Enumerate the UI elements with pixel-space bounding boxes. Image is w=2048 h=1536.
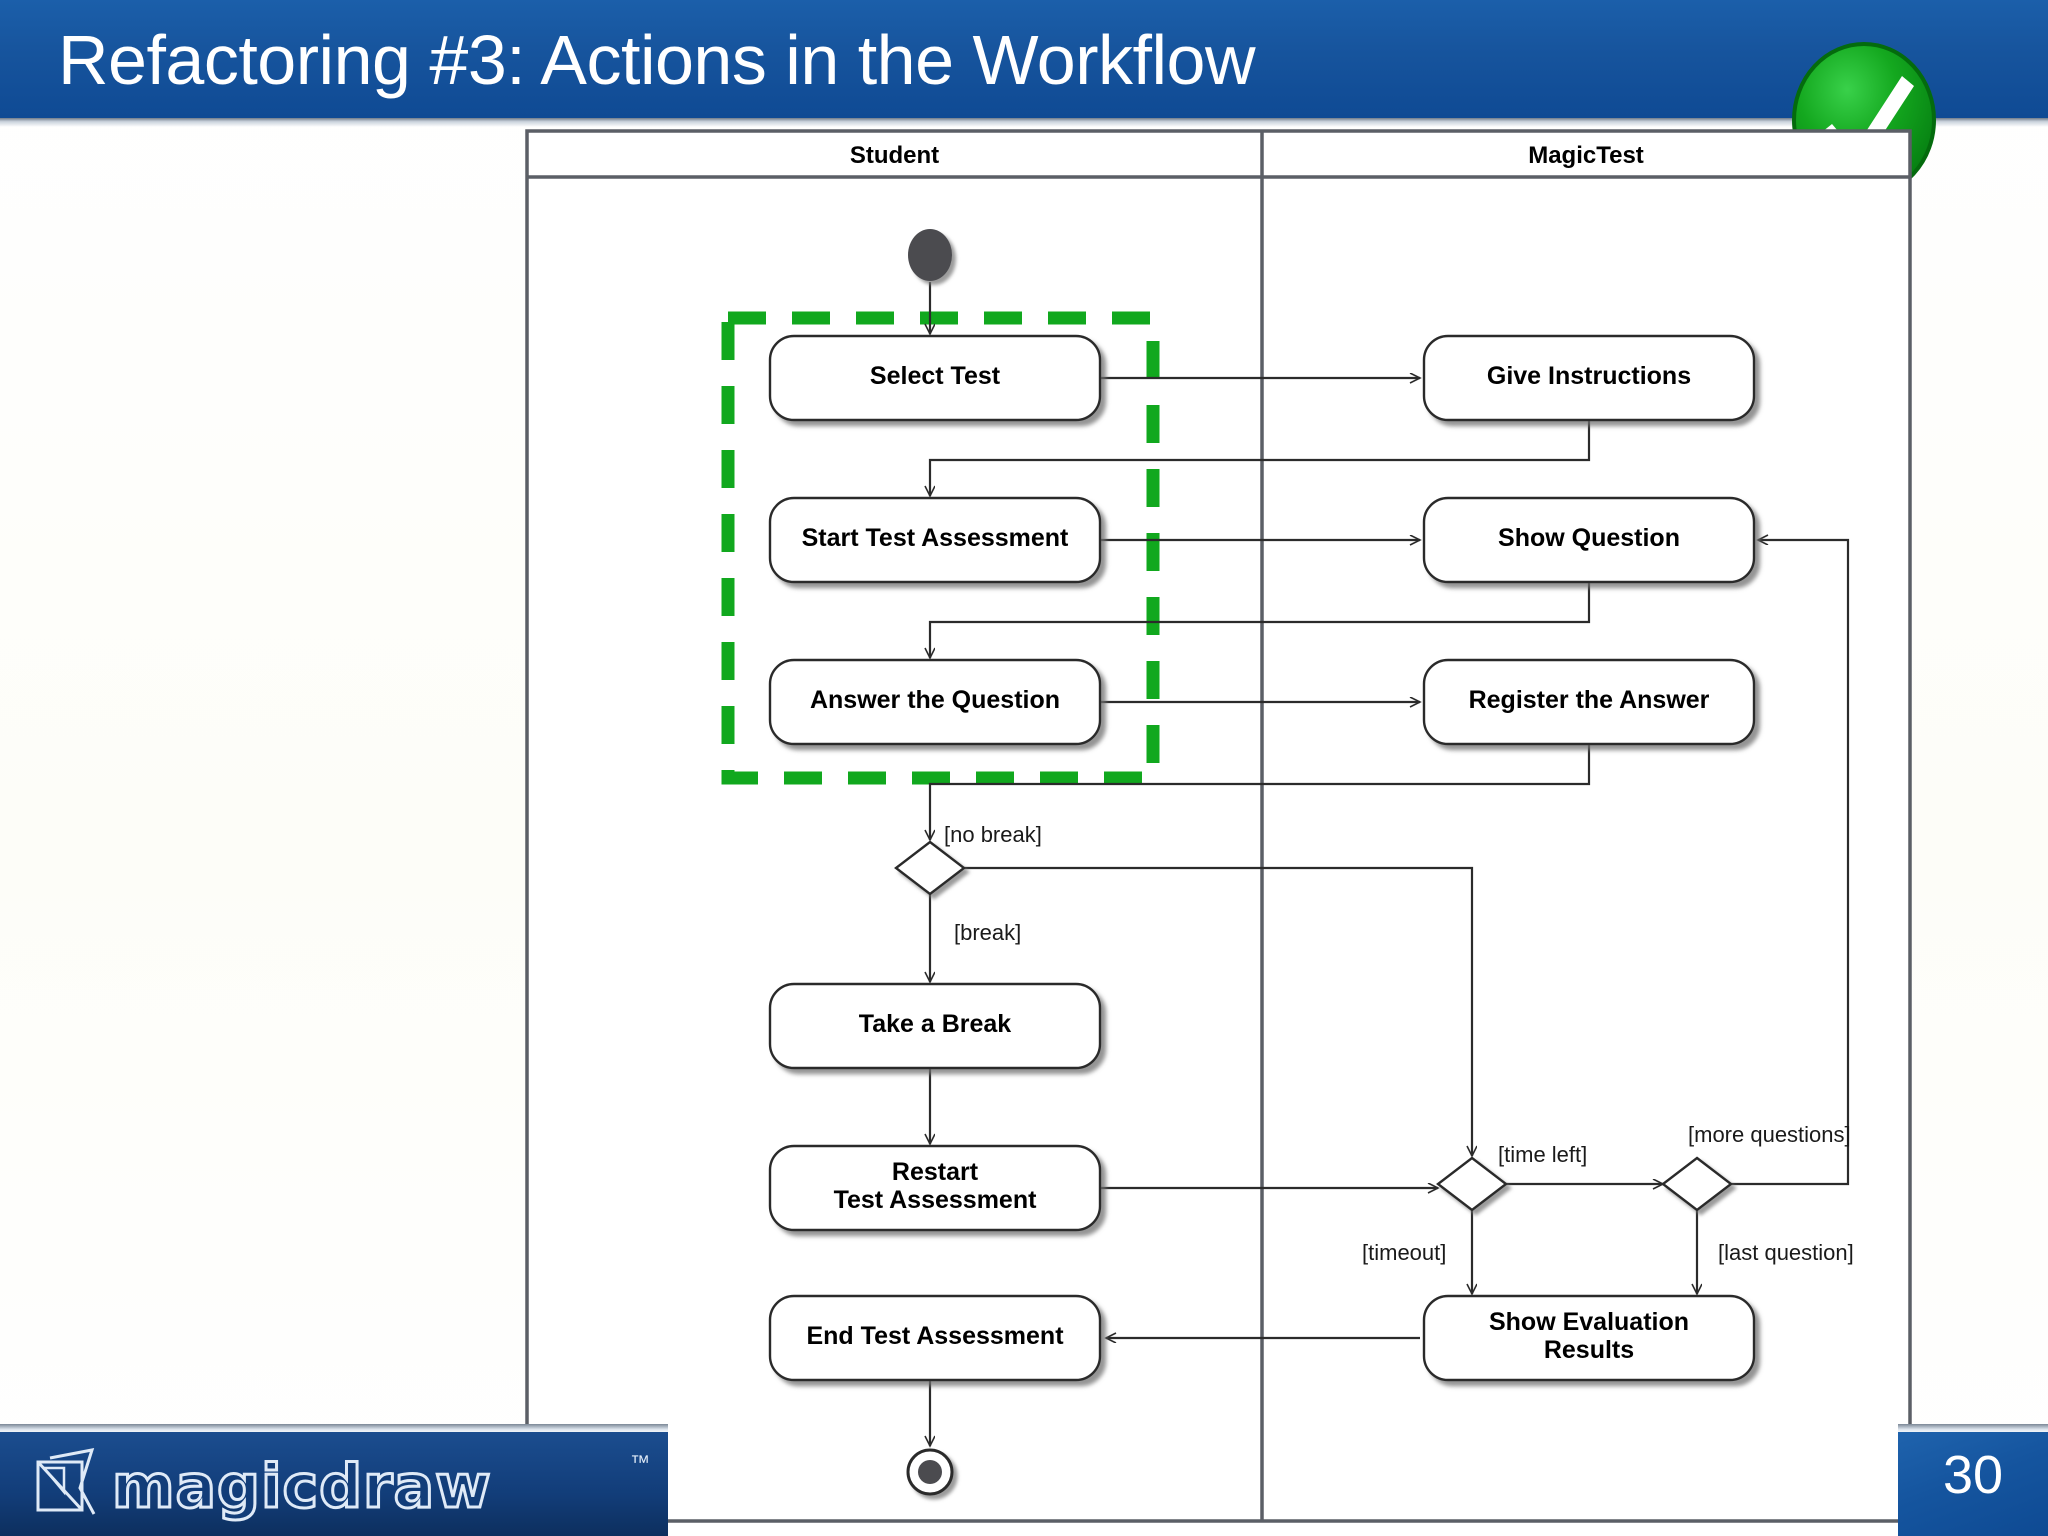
magicdraw-wordmark: magicdraw — [111, 1451, 493, 1524]
action-label-select-test: Select Test — [869, 362, 1001, 390]
flow-more-questions-to-show-question — [1731, 540, 1850, 1186]
flow-show-question-to-answer-question — [930, 582, 1591, 658]
trademark-symbol: ™ — [630, 1452, 650, 1474]
action-label-start-test: Start Test Assessment — [801, 524, 1069, 552]
page-number: 30 — [1942, 1445, 2004, 1505]
guard-break: [break] — [954, 920, 1022, 945]
guard-more-questions: [more questions] — [1688, 1122, 1851, 1147]
footer-page-bar — [1898, 1432, 2048, 1536]
green-check-icon — [1792, 42, 1936, 198]
footer-page-divider — [1898, 1424, 2048, 1434]
page-title: Refactoring #3: Actions in the Workflow — [58, 21, 1256, 99]
guard-timeout: [timeout] — [1362, 1240, 1447, 1265]
footer-logo-divider — [0, 1424, 668, 1434]
decision-break[interactable] — [894, 840, 966, 896]
decision-more-questions[interactable] — [1661, 1156, 1733, 1212]
partition-title-student: Student — [849, 142, 940, 169]
guard-time-left: [time left] — [1498, 1142, 1588, 1167]
action-label-show-results: Show Evaluation Results — [1488, 1308, 1690, 1364]
partition-title-magictest: MagicTest — [1528, 142, 1644, 169]
guard-last-question: [last question] — [1718, 1240, 1854, 1265]
title-bar — [0, 0, 2048, 118]
action-label-take-break: Take a Break — [858, 1010, 1012, 1038]
final-node[interactable] — [906, 1448, 954, 1496]
action-label-register-answer: Register the Answer — [1468, 686, 1710, 714]
footer-logo-bar — [0, 1432, 668, 1536]
decision-time[interactable] — [1436, 1156, 1508, 1212]
title-bar-divider — [0, 118, 2048, 127]
action-label-show-question: Show Question — [1498, 524, 1680, 552]
control-flow-edges — [930, 282, 1850, 1446]
action-label-answer-question: Answer the Question — [809, 686, 1061, 714]
action-label-end-test: End Test Assessment — [806, 1322, 1064, 1350]
action-label-give-instructions: Give Instructions — [1486, 362, 1692, 390]
magicdraw-logo-mark — [36, 1448, 96, 1515]
action-label-restart-test: Restart Test Assessment — [833, 1158, 1037, 1214]
flow-give-instructions-to-start-test — [930, 420, 1591, 496]
initial-node[interactable] — [908, 229, 952, 281]
guard-no-break: [no break] — [944, 822, 1042, 847]
